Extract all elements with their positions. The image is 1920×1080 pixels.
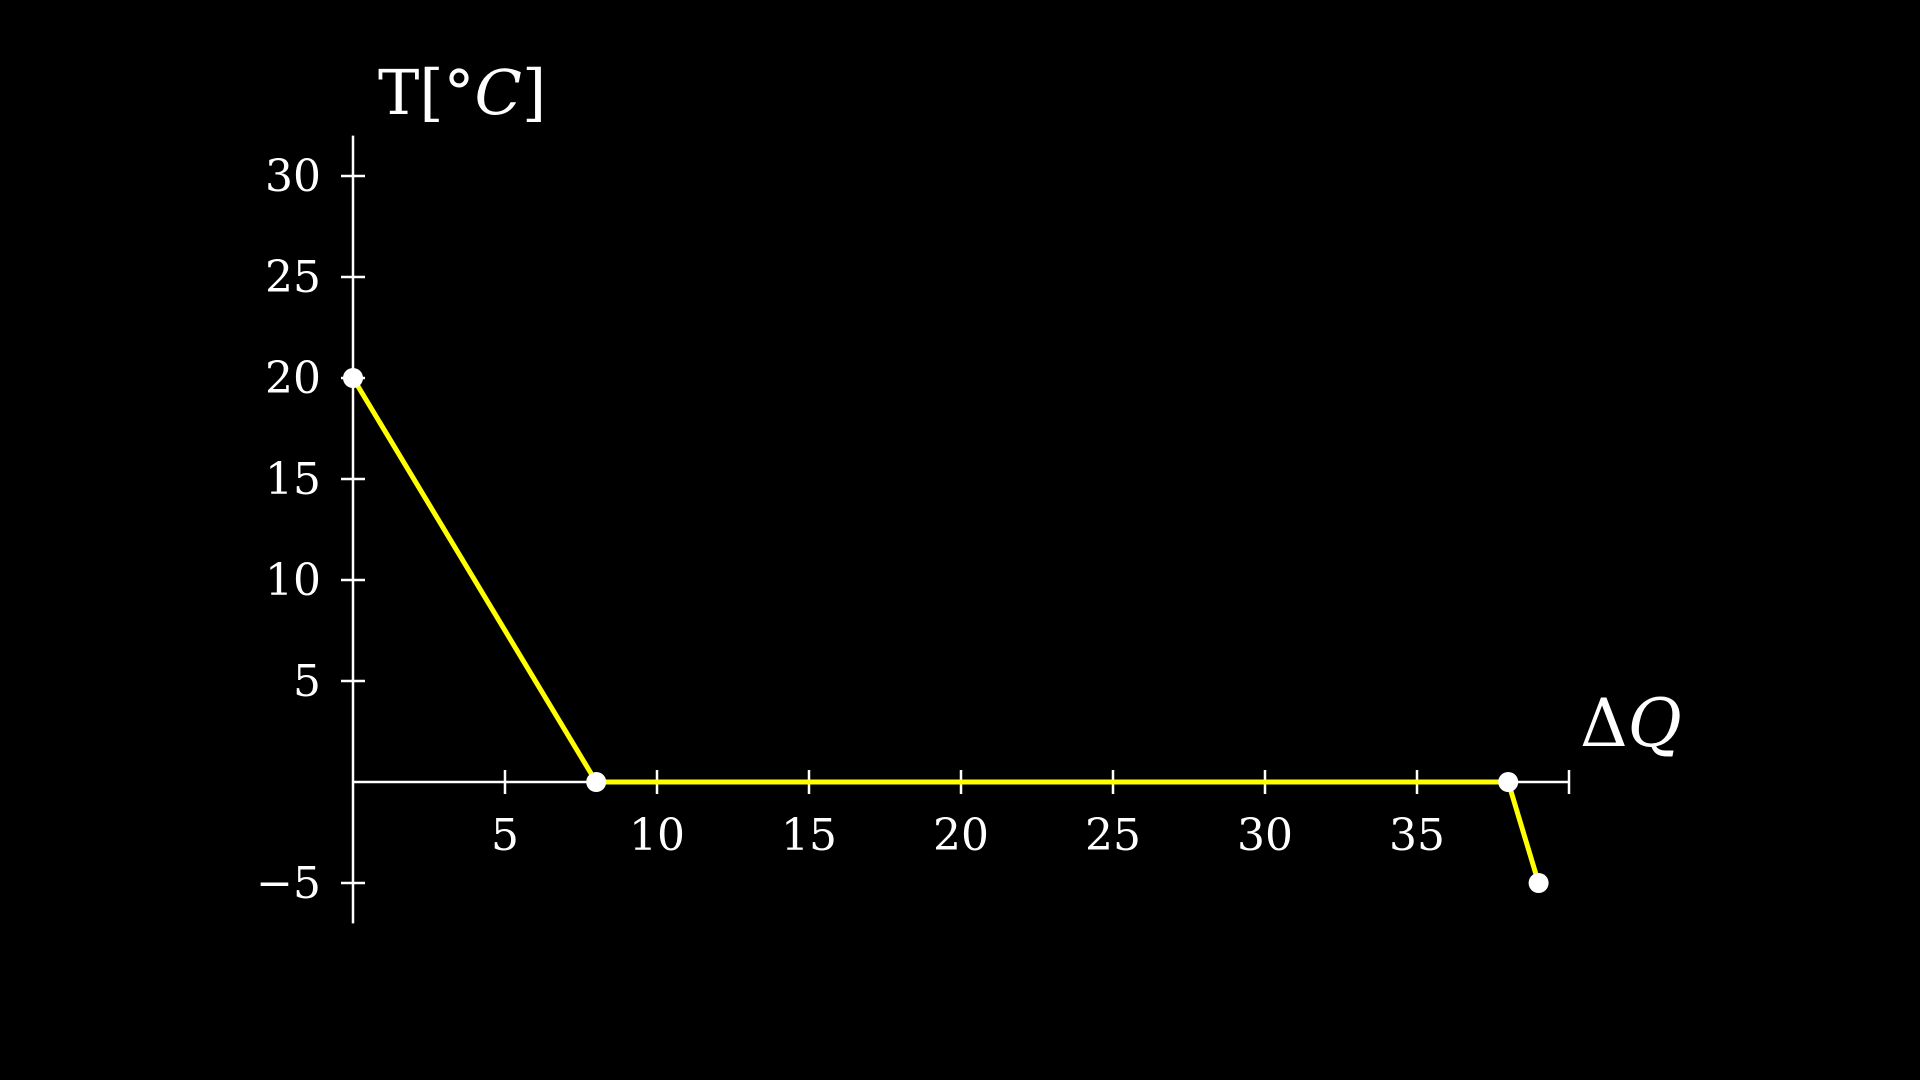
y-axis-label: T[°C] — [378, 56, 546, 129]
y-tick-label: 10 — [265, 555, 321, 606]
y-tick-label: −5 — [256, 858, 321, 909]
y-tick-label: 20 — [265, 353, 321, 404]
axes: 5 10 15 20 25 30 35 −5 5 10 15 20 25 30 — [256, 135, 1571, 924]
data-point — [1528, 873, 1549, 893]
y-axis-label-main: T[ — [378, 56, 444, 129]
y-tick-label: 30 — [265, 151, 321, 202]
y-axis-label-close: ] — [522, 56, 546, 129]
x-tick-label: 15 — [781, 810, 837, 861]
data-point — [586, 772, 607, 792]
y-tick-label: 15 — [265, 454, 321, 505]
y-tick-label: 25 — [265, 252, 321, 303]
data-points — [343, 368, 1549, 893]
x-axis-label-delta: Δ — [1580, 685, 1628, 762]
x-tick-label: 5 — [491, 810, 519, 861]
x-axis-label-var: Q — [1628, 685, 1682, 762]
x-tick-label: 20 — [933, 810, 989, 861]
series — [350, 376, 1541, 884]
x-tick-label: 35 — [1389, 810, 1445, 861]
data-point — [343, 368, 363, 388]
x-tick-label: 25 — [1085, 810, 1141, 861]
y-tick-label: 5 — [293, 656, 321, 707]
data-point — [1498, 772, 1519, 792]
y-axis-label-unit: °C — [444, 56, 522, 129]
series-line — [350, 376, 1541, 884]
x-tick-label: 30 — [1237, 810, 1293, 861]
x-axis-label: ΔQ — [1580, 685, 1682, 762]
x-tick-label: 10 — [629, 810, 685, 861]
